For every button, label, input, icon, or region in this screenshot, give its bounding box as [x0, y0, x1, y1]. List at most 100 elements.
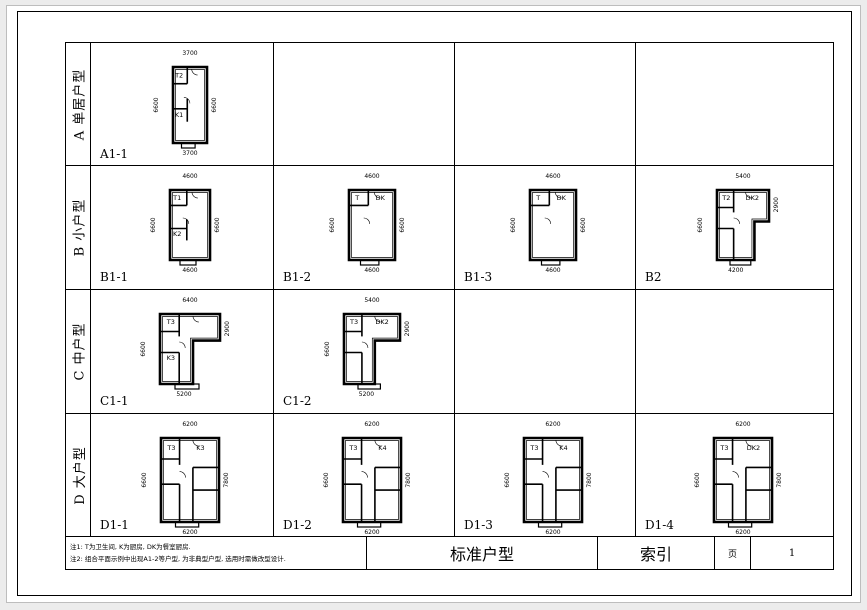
row-label-text: A 单居户型: [72, 68, 88, 140]
dimension-lines: [702, 177, 784, 277]
partitions: [524, 438, 582, 522]
outer-wall: [341, 436, 403, 524]
dimension-top: 6200: [364, 421, 379, 428]
dimension-bottom: 6200: [545, 529, 560, 534]
door-swings: [544, 191, 562, 225]
room-label: K4: [378, 444, 386, 452]
door-swings: [733, 191, 752, 225]
plan-code-label: B1-2: [283, 270, 312, 284]
partitions: [344, 314, 363, 384]
partitions: [161, 438, 219, 522]
dimension-left: 6600: [329, 217, 336, 232]
dimension-left: 6600: [324, 341, 331, 356]
dimension-left: 6600: [510, 217, 517, 232]
dimension-right: 2900: [773, 197, 780, 212]
door-swings: [363, 191, 381, 225]
room-label: T3: [719, 444, 728, 452]
balcony: [179, 259, 197, 266]
dimension-left: 6600: [504, 472, 511, 487]
plan-code-label: D1-1: [100, 518, 129, 532]
plan-code-label: D1-3: [464, 518, 493, 532]
dimension-top: 6400: [182, 297, 197, 304]
partitions: [716, 190, 734, 260]
door-swings: [542, 439, 562, 478]
room-label: T2: [721, 194, 730, 202]
outer-wall: [715, 188, 770, 262]
room-label: T3: [348, 444, 357, 452]
row-label-text: C 中户型: [72, 321, 88, 381]
room-label: T: [354, 194, 359, 202]
dimension-left: 6600: [150, 217, 157, 232]
room-label: T: [535, 194, 540, 202]
door-swings: [179, 315, 200, 349]
balcony: [174, 383, 200, 390]
row-label: C 中户型: [66, 290, 90, 412]
room-label: T3: [529, 444, 538, 452]
balcony: [359, 259, 380, 266]
note-1: 注1: T为卫生间, K为厨房, DK为餐室厨房.: [70, 543, 191, 551]
dimension-bottom: 4600: [545, 267, 560, 274]
inner-wall: [718, 192, 767, 258]
dimension-bottom: 6200: [364, 529, 379, 534]
outer-wall: [342, 312, 402, 386]
dimension-bottom: 5200: [359, 391, 374, 398]
plan-code-label: D1-2: [283, 518, 312, 532]
inner-wall: [532, 192, 574, 258]
dimension-left: 6600: [140, 341, 147, 356]
page-number: 1: [788, 547, 796, 559]
plan-code-label: B2: [645, 270, 662, 284]
outer-wall: [158, 312, 222, 386]
dimension-top: 6200: [735, 421, 750, 428]
sheet-title: 标准户型: [449, 545, 514, 564]
dimension-top: 6200: [545, 421, 560, 428]
dimension-top: 5400: [364, 297, 379, 304]
row-label: B 小户型: [66, 166, 90, 288]
door-swings: [732, 439, 752, 478]
row-label-text: B 小户型: [72, 198, 88, 256]
room-label: K4: [559, 444, 567, 452]
room-label: DK2: [375, 318, 388, 326]
floor-plan-d1-3: 6200 6200 6600 7800 T3 K4: [504, 421, 593, 534]
plan-code-label: C1-2: [283, 394, 312, 408]
dimension-right: 7800: [223, 472, 230, 487]
room-label: K2: [173, 230, 181, 238]
room-label: T3: [166, 444, 175, 452]
partitions: [170, 190, 188, 241]
room-label: DK: [376, 194, 386, 202]
plan-code-label: B1-3: [464, 270, 493, 284]
outer-wall: [159, 436, 221, 524]
note-2: 注2: 组合平面示例中出现A1-2等户型, 为非典型户型, 选用时需做改型设计.: [70, 555, 286, 563]
inner-wall: [175, 69, 205, 141]
inner-wall: [345, 440, 399, 520]
door-swings: [361, 315, 381, 349]
balcony: [728, 259, 751, 266]
balcony: [727, 521, 752, 528]
dimension-top: 6200: [182, 421, 197, 428]
inner-wall: [172, 192, 208, 258]
dimension-top: 3700: [182, 50, 197, 57]
door-swings: [183, 68, 198, 104]
plan-code-label: B1-1: [100, 270, 129, 284]
dimension-bottom: 4600: [182, 267, 197, 274]
page-label: 页: [727, 549, 737, 560]
dimension-left: 6600: [323, 472, 330, 487]
dimension-right: 2900: [404, 321, 411, 336]
sheet-subtitle: 索引: [639, 545, 672, 564]
dimension-right: 7800: [776, 472, 783, 487]
room-label: T2: [174, 72, 183, 80]
dimension-right: 7800: [586, 472, 593, 487]
dimension-left: 6600: [694, 472, 701, 487]
outer-wall: [528, 188, 578, 262]
inner-wall: [346, 316, 398, 382]
balcony: [537, 521, 563, 528]
dimension-right: 6600: [211, 97, 218, 112]
room-label: K1: [175, 111, 183, 119]
plan-code-label: C1-1: [100, 394, 129, 408]
